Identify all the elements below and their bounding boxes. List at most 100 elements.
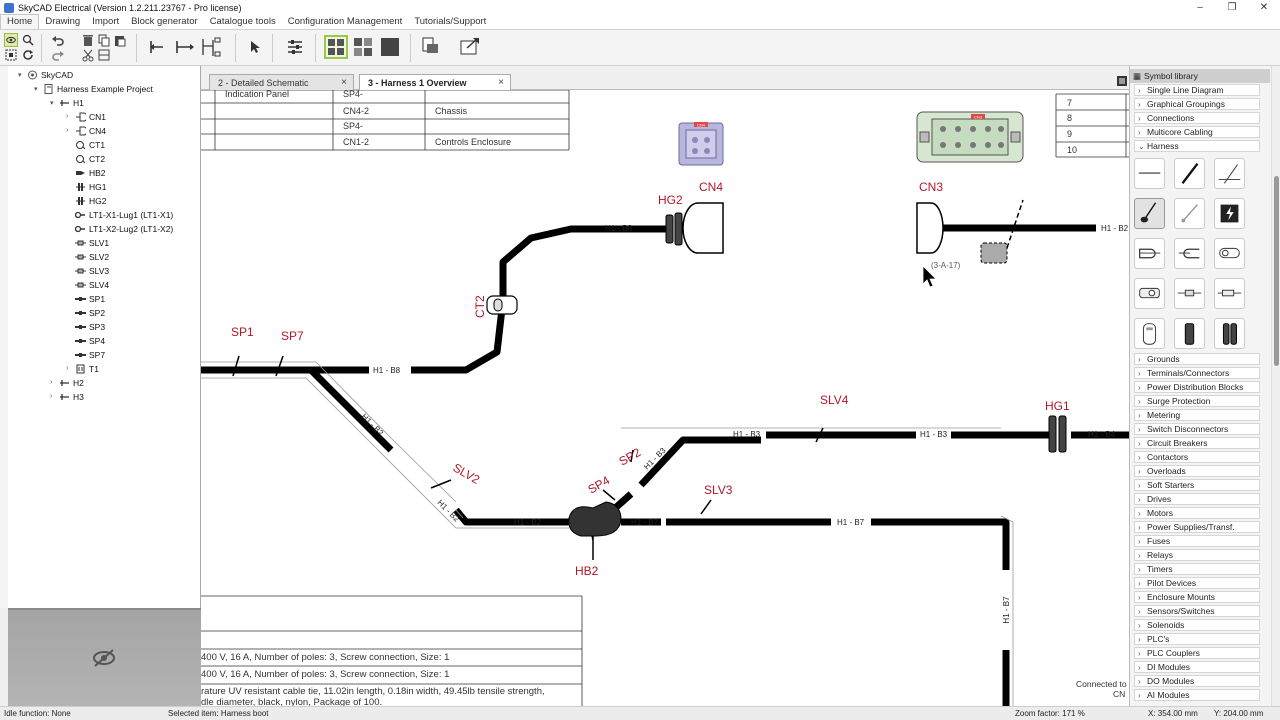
library-scrollbar[interactable]: [1271, 66, 1280, 706]
menu-block-generator[interactable]: Block generator: [131, 16, 198, 27]
tree-node-slv3[interactable]: SLV3: [66, 264, 109, 277]
tree-node-sp4[interactable]: SP4: [66, 334, 105, 347]
layers-icon[interactable]: [285, 37, 305, 57]
library-category-circuit-breakers[interactable]: ›Circuit Breakers: [1134, 437, 1260, 449]
tree-node-cn4[interactable]: ›CN4: [66, 124, 106, 137]
grid-select-icon[interactable]: [4, 48, 18, 62]
refresh-icon[interactable]: [21, 48, 35, 62]
expand-icon[interactable]: ›: [66, 113, 69, 120]
close-window-button[interactable]: ✕: [1259, 2, 1269, 13]
drawing-canvas[interactable]: Indication Panel SP4- CN4-2 Chassis SP4-…: [201, 90, 1129, 706]
tree-node-h2[interactable]: ›H2: [50, 376, 84, 389]
sleeve-icon[interactable]: [1214, 278, 1245, 309]
tree-node-project[interactable]: ▾Harness Example Project: [34, 82, 153, 95]
collapse-icon[interactable]: ▾: [50, 99, 54, 107]
close-tab-icon[interactable]: ×: [341, 77, 347, 88]
minimize-button[interactable]: –: [1197, 2, 1203, 13]
expand-icon[interactable]: ›: [50, 393, 53, 400]
scrollbar-thumb[interactable]: [1274, 176, 1279, 366]
zoom-icon[interactable]: [21, 33, 35, 47]
grommet-icon[interactable]: [1174, 318, 1205, 349]
undo-icon[interactable]: [51, 33, 65, 47]
tree-node-slv2[interactable]: SLV2: [66, 250, 109, 263]
tree-node-sp1[interactable]: SP1: [66, 292, 105, 305]
library-category-fuses[interactable]: ›Fuses: [1134, 535, 1260, 547]
collapse-icon[interactable]: ▾: [18, 71, 22, 79]
wire-tree-icon[interactable]: [200, 36, 222, 58]
lightning-icon[interactable]: [1214, 198, 1245, 229]
tree-node-sp2[interactable]: SP2: [66, 306, 105, 319]
bundle-diagonal-icon[interactable]: [1174, 158, 1205, 189]
view-mode-grid-icon[interactable]: [324, 35, 348, 59]
thin-bundle-icon[interactable]: [1174, 198, 1205, 229]
library-category-single-line-diagram[interactable]: ›Single Line Diagram: [1134, 84, 1260, 96]
tree-node-h1[interactable]: ▾H1: [50, 96, 84, 109]
ring-lug-icon[interactable]: [1134, 278, 1165, 309]
splice-icon[interactable]: [1174, 278, 1205, 309]
paste-icon[interactable]: [113, 33, 127, 47]
tree-node-ct1[interactable]: CT1: [66, 138, 105, 151]
library-category-solenoids[interactable]: ›Solenoids: [1134, 619, 1260, 631]
library-category-relays[interactable]: ›Relays: [1134, 549, 1260, 561]
library-category-power-supplies-transf[interactable]: ›Power Supplies/Transf.: [1134, 521, 1260, 533]
tree-node-h3[interactable]: ›H3: [50, 390, 84, 403]
tree-node-skycad[interactable]: ▾SkyCAD: [18, 68, 73, 81]
duplicate-icon[interactable]: [97, 48, 111, 62]
library-category-do-modules[interactable]: ›DO Modules: [1134, 675, 1260, 687]
library-category-ai-modules[interactable]: ›AI Modules: [1134, 689, 1260, 701]
library-category-di-modules[interactable]: ›DI Modules: [1134, 661, 1260, 673]
close-tab-icon[interactable]: ×: [498, 77, 504, 88]
eye-icon[interactable]: [4, 33, 18, 47]
menu-drawing[interactable]: Drawing: [45, 16, 81, 27]
library-category-plc-couplers[interactable]: ›PLC Couplers: [1134, 647, 1260, 659]
tree-node-slv1[interactable]: SLV1: [66, 236, 109, 249]
library-category-drives[interactable]: ›Drives: [1134, 493, 1260, 505]
library-category-switch-disconnectors[interactable]: ›Switch Disconnectors: [1134, 423, 1260, 435]
library-category-motors[interactable]: ›Motors: [1134, 507, 1260, 519]
delete-icon[interactable]: [81, 33, 95, 47]
collapse-icon[interactable]: ▾: [34, 85, 38, 93]
library-category-terminals-connectors[interactable]: ›Terminals/Connectors: [1134, 367, 1260, 379]
clip-icon[interactable]: [1134, 318, 1165, 349]
tree-node-ct2[interactable]: CT2: [66, 152, 105, 165]
library-category-power-distribution-blocks[interactable]: ›Power Distribution Blocks: [1134, 381, 1260, 393]
tree-node-cn1[interactable]: ›CN1: [66, 110, 106, 123]
wire-right-icon[interactable]: [174, 38, 196, 56]
library-category-overloads[interactable]: ›Overloads: [1134, 465, 1260, 477]
menu-home[interactable]: Home: [0, 14, 40, 29]
cut-icon[interactable]: [81, 48, 95, 62]
library-category-timers[interactable]: ›Timers: [1134, 563, 1260, 575]
expand-icon[interactable]: ›: [66, 365, 69, 372]
library-category-multicore-cabling[interactable]: ›Multicore Cabling: [1134, 126, 1260, 138]
lug-icon[interactable]: [1214, 238, 1245, 269]
library-category-plc-s[interactable]: ›PLC's: [1134, 633, 1260, 645]
double-grommet-icon[interactable]: [1214, 318, 1245, 349]
export-icon[interactable]: [459, 36, 481, 58]
library-category-metering[interactable]: ›Metering: [1134, 409, 1260, 421]
library-category-connections[interactable]: ›Connections: [1134, 112, 1260, 124]
harness-boot-icon[interactable]: [1134, 198, 1165, 229]
tree-node-t1[interactable]: ›T1: [66, 362, 99, 375]
pointer-icon[interactable]: [248, 40, 262, 54]
menu-configuration-management[interactable]: Configuration Management: [287, 16, 403, 27]
menu-tutorials-support[interactable]: Tutorials/Support: [414, 16, 487, 27]
tree-node-hg1[interactable]: HG1: [66, 180, 106, 193]
library-category-enclosure-mounts[interactable]: ›Enclosure Mounts: [1134, 591, 1260, 603]
print-icon[interactable]: [420, 36, 440, 58]
mating-connector-icon[interactable]: [1174, 238, 1205, 269]
tab-detailed-schematic[interactable]: 2 - Detailed Schematic ×: [209, 74, 354, 90]
tree-node-slv4[interactable]: SLV4: [66, 278, 109, 291]
wire-icon[interactable]: [1134, 158, 1165, 189]
library-category-harness[interactable]: ⌄Harness: [1134, 140, 1260, 152]
connector-icon[interactable]: [1134, 238, 1165, 269]
library-category-pilot-devices[interactable]: ›Pilot Devices: [1134, 577, 1260, 589]
view-mode-split-icon[interactable]: [353, 37, 373, 57]
library-category-contactors[interactable]: ›Contactors: [1134, 451, 1260, 463]
branch-icon[interactable]: [1214, 158, 1245, 189]
redo-icon[interactable]: [51, 48, 65, 62]
tree-node-lt1-x1-lug1-lt1-x1[interactable]: LT1-X1-Lug1 (LT1-X1): [66, 208, 173, 221]
expand-icon[interactable]: ›: [50, 379, 53, 386]
tree-node-hg2[interactable]: HG2: [66, 194, 106, 207]
library-category-grounds[interactable]: ›Grounds: [1134, 353, 1260, 365]
menu-catalogue-tools[interactable]: Catalogue tools: [209, 16, 276, 27]
